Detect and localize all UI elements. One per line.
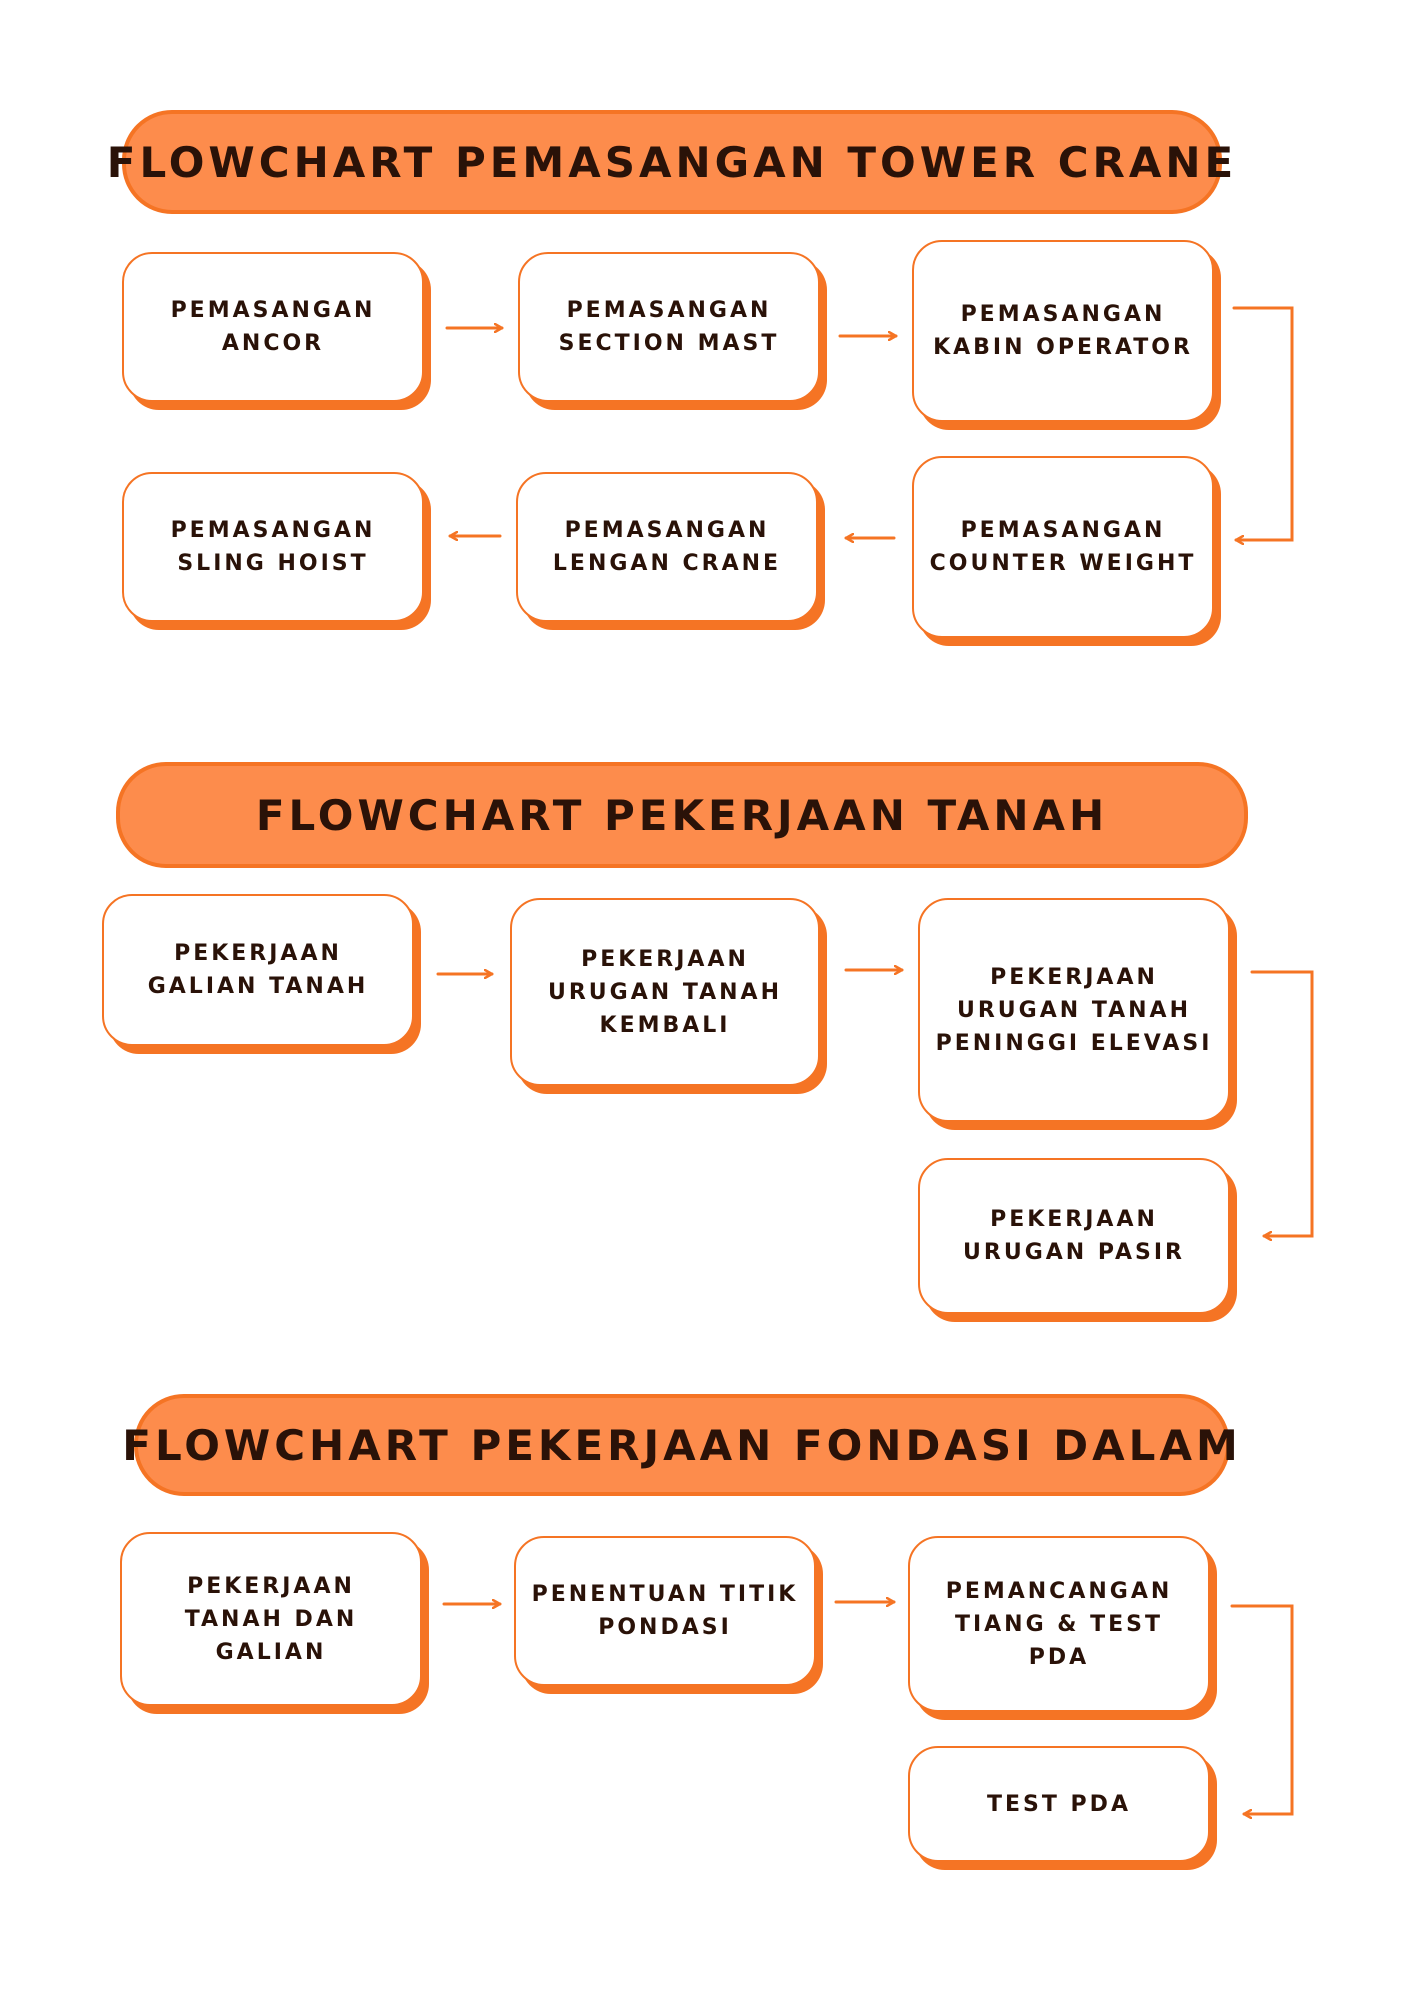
section-title-fondasi-dalam: FLOWCHART PEKERJAAN FONDASI DALAM [122,1394,1238,1496]
step-pekerjaan-galian-tanah: PEKERJAAN GALIAN TANAH [102,894,414,1046]
step-pemasangan-sling-hoist: PEMASANGAN SLING HOIST [122,472,424,622]
step-test-pda: TEST PDA [908,1746,1210,1862]
step-pekerjaan-urugan-tanah-kembali: PEKERJAAN URUGAN TANAH KEMBALI [510,898,820,1086]
step-pemasangan-counter-weight: PEMASANGAN COUNTER WEIGHT [912,456,1214,638]
step-pemasangan-kabin-operator: PEMASANGAN KABIN OPERATOR [912,240,1214,422]
arrow-s2-3-4 [1250,970,1314,1236]
arrow-s3-3-4 [1230,1604,1294,1814]
step-pemasangan-ancor: PEMASANGAN ANCOR [122,252,424,402]
step-penentuan-titik-pondasi: PENENTUAN TITIK PONDASI [514,1536,816,1686]
step-pekerjaan-urugan-pasir: PEKERJAAN URUGAN PASIR [918,1158,1230,1314]
section-title-tower-crane: FLOWCHART PEMASANGAN TOWER CRANE [107,110,1233,214]
step-pemancangan-tiang-test-pda: PEMANCANGAN TIANG & TEST PDA [908,1536,1210,1712]
step-pekerjaan-tanah-dan-galian: PEKERJAAN TANAH DAN GALIAN [120,1532,422,1706]
step-pemasangan-lengan-crane: PEMASANGAN LENGAN CRANE [516,472,818,622]
section-title-pekerjaan-tanah: FLOWCHART PEKERJAAN TANAH [116,762,1248,868]
step-pekerjaan-urugan-tanah-peninggi-elevasi: PEKERJAAN URUGAN TANAH PENINGGI ELEVASI [918,898,1230,1122]
step-pemasangan-section-mast: PEMASANGAN SECTION MAST [518,252,820,402]
arrow-s1-3-4 [1232,306,1294,540]
